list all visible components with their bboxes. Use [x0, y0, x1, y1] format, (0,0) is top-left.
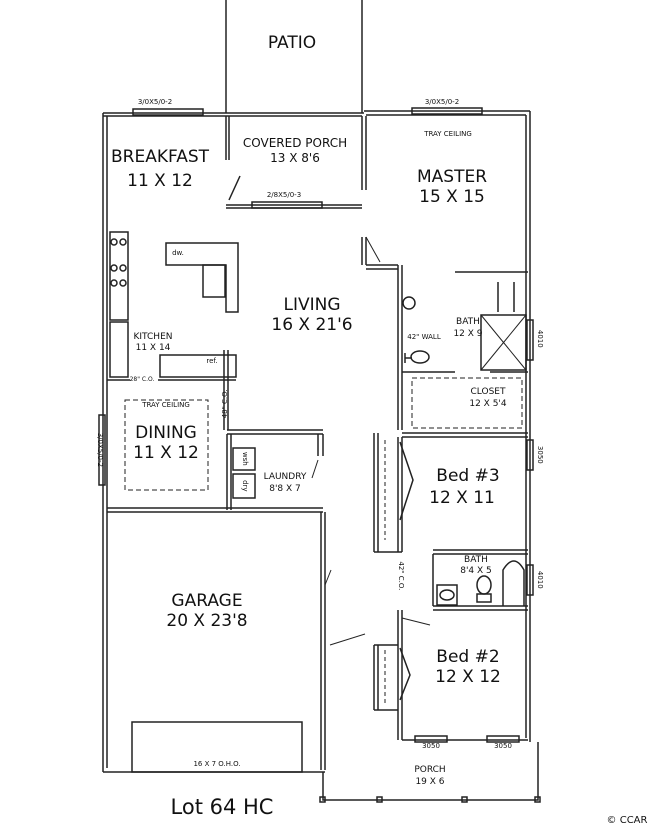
dishwasher-label: dw.: [172, 249, 184, 257]
bed3-size: 12 X 11: [429, 488, 495, 508]
master-size: 15 X 15: [419, 187, 485, 207]
dining-label: DINING: [135, 423, 197, 443]
patio-label: PATIO: [267, 33, 317, 53]
kitchen-size: 11 X 14: [135, 343, 171, 353]
porch-size: 19 X 6: [415, 777, 445, 787]
bed2-label: Bed #2: [436, 647, 500, 667]
laundry-label: LAUNDRY: [263, 472, 307, 482]
closet-size: 12 X 5'4: [469, 399, 507, 409]
covered-porch-label: COVERED PORCH: [242, 136, 348, 150]
covered-porch-size: 13 X 8'6: [270, 151, 320, 165]
fridge-label: ref.: [206, 357, 218, 365]
breakfast-size: 11 X 12: [127, 171, 193, 191]
garage-size: 20 X 23'8: [166, 611, 248, 631]
window-label: 3/0X5/0-2: [95, 432, 104, 467]
bed3-label: Bed #3: [436, 466, 500, 486]
breakfast-label: BREAKFAST: [110, 147, 210, 167]
porch-label: PORCH: [414, 765, 446, 775]
window-label: 3/0X5/0-2: [137, 98, 173, 106]
master-ceiling-note: TRAY CEILING: [424, 130, 472, 138]
lot-caption: Lot 64 HC: [170, 795, 274, 819]
dining-ceiling-note: TRAY CEILING: [142, 401, 190, 409]
kitchen-label: KITCHEN: [133, 332, 173, 342]
hall-co-label: 42" C.O.: [396, 561, 405, 591]
closet-label: CLOSET: [470, 387, 506, 397]
window-label: 4010: [535, 329, 544, 348]
window-label: 4010: [535, 570, 544, 589]
living-label: LIVING: [283, 295, 341, 315]
dining-co-label: 48" C.O.: [221, 389, 230, 419]
laundry-size: 8'8 X 7: [269, 484, 301, 494]
washer-label: wsh: [240, 451, 249, 466]
kitchen-co-label: 28" C.O.: [129, 376, 155, 383]
window-label: 3/0X5/0-2: [424, 98, 460, 106]
master-bath-size: 12 X 9: [453, 329, 483, 339]
dryer-label: dry: [240, 480, 249, 492]
garage-label: GARAGE: [171, 591, 243, 611]
bed2-size: 12 X 12: [435, 667, 501, 687]
window-label: 3050: [535, 445, 544, 464]
bath2-label: BATH: [464, 555, 488, 565]
living-size: 16 X 21'6: [271, 315, 353, 335]
bath-wall-label: 42" WALL: [407, 333, 441, 341]
master-label: MASTER: [416, 167, 488, 187]
window-label: 3050: [422, 742, 440, 750]
dining-size: 11 X 12: [133, 443, 199, 463]
window-label: 3050: [494, 742, 512, 750]
copyright-label: © CCAR: [606, 815, 648, 826]
bath2-size: 8'4 X 5: [460, 566, 492, 576]
garage-door-label: 16 X 7 O.H.O.: [193, 760, 241, 768]
door-label: 2/8X5/0-3: [266, 191, 302, 199]
master-bath-label: BATH: [456, 317, 480, 327]
